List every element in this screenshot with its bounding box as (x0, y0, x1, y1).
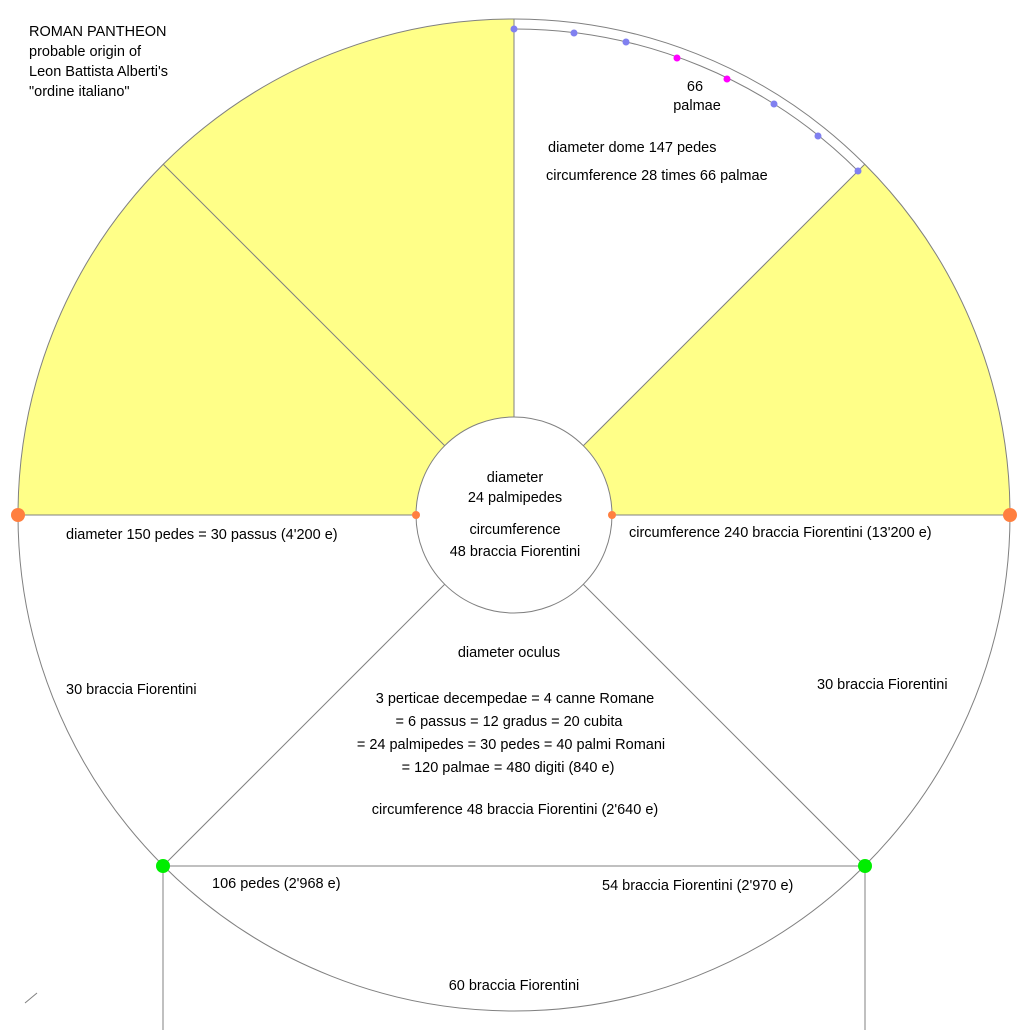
label-oculus-diameter-title: diameter (487, 470, 544, 486)
green-dot-left (156, 859, 170, 873)
label-oculus-circ-title: circumference (469, 522, 560, 538)
blue-dot (814, 132, 822, 140)
title-block: ROMAN PANTHEON probable origin of Leon B… (29, 22, 168, 102)
label-circumference-dome: circumference 28 times 66 palmae (546, 168, 768, 184)
title-line-3: "ordine italiano" (29, 84, 130, 100)
sector-right (514, 164, 1011, 515)
oculus-circle (415, 416, 613, 614)
label-oculus-diameter-value: 24 palmipedes (468, 490, 562, 506)
orange-dot-left (11, 508, 25, 522)
title-line-1: probable origin of (29, 44, 142, 60)
label-circumference-240: circumference 240 braccia Fiorentini (13… (629, 525, 932, 541)
label-left-30-braccia: 30 braccia Fiorentini (66, 682, 197, 698)
blue-dot (770, 100, 778, 108)
label-circ-48: circumference 48 braccia Fiorentini (2'6… (372, 802, 658, 818)
label-eq1: 3 perticae decempedae = 4 canne Romane (376, 691, 655, 707)
label-palmae-count: 66 (687, 79, 703, 95)
orange-dot-oculus-left (412, 511, 420, 519)
label-eq3: = 24 palmipedes = 30 pedes = 40 palmi Ro… (357, 737, 665, 753)
blue-dot (570, 29, 578, 37)
magenta-dot (673, 54, 681, 62)
label-palmae-unit: palmae (673, 98, 721, 114)
blue-dot (622, 38, 630, 46)
label-diameter-150: diameter 150 pedes = 30 passus (4'200 e) (66, 527, 338, 543)
label-braccia-60: 60 braccia Fiorentini (449, 978, 580, 994)
label-pedes-106: 106 pedes (2'968 e) (212, 876, 341, 892)
title-line-2: Leon Battista Alberti's (29, 64, 168, 80)
label-braccia-54: 54 braccia Fiorentini (2'970 e) (602, 878, 793, 894)
label-eq4: = 120 palmae = 480 digiti (840 e) (402, 760, 615, 776)
magenta-dot (723, 75, 731, 83)
corner-tick (24, 992, 38, 1004)
label-eq2: = 6 passus = 12 gradus = 20 cubita (396, 714, 624, 730)
green-dot-right (858, 859, 872, 873)
orange-dot-oculus-right (608, 511, 616, 519)
label-right-30-braccia: 30 braccia Fiorentini (817, 677, 948, 693)
orange-dot-right (1003, 508, 1017, 522)
label-diameter-oculus: diameter oculus (458, 645, 560, 661)
blue-dot (854, 167, 862, 175)
label-diameter-dome: diameter dome 147 pedes (548, 140, 716, 156)
blue-dot (510, 25, 518, 33)
title-heading: ROMAN PANTHEON (29, 24, 167, 40)
label-oculus-circ-value: 48 braccia Fiorentini (450, 544, 581, 560)
